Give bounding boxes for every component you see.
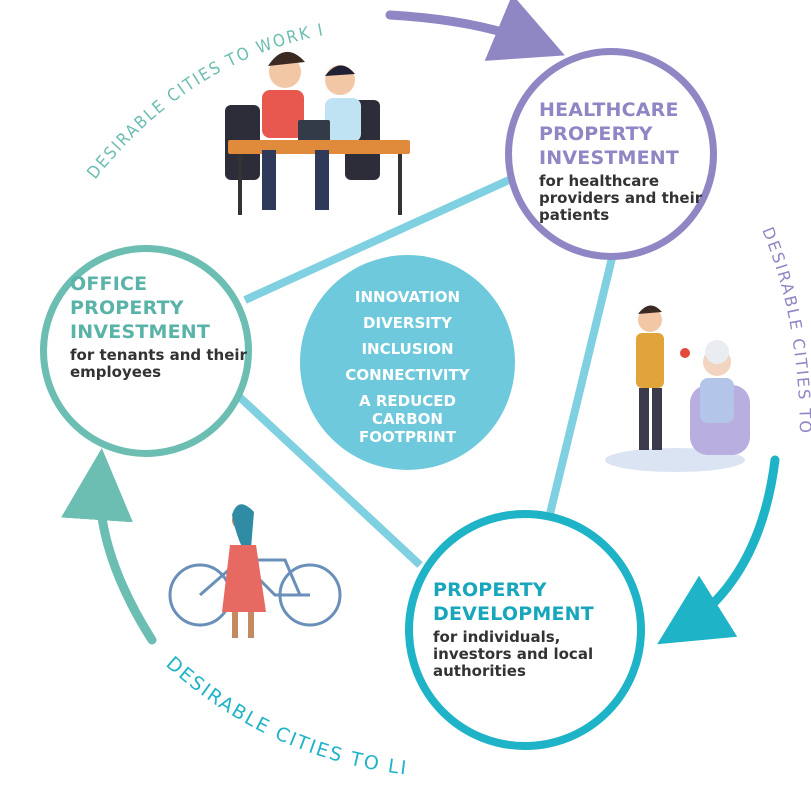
healthcare-property-investment-node: HEALTHCARE PROPERTY INVESTMENT for healt… [505, 48, 717, 260]
cycle-arrow-work [385, 0, 565, 61]
office-title: OFFICE PROPERTY INVESTMENT [70, 273, 211, 343]
office-subtitle: for tenants and their employees [70, 346, 247, 381]
connector-office-healthcare [243, 171, 522, 304]
development-title: PROPERTY DEVELOPMENT [433, 579, 594, 625]
caregiver-with-elderly-illustration [605, 305, 750, 472]
value-innovation: INNOVATION [354, 288, 461, 306]
value-diversity: DIVERSITY [363, 314, 452, 332]
office-property-investment-node: OFFICE PROPERTY INVESTMENT for tenants a… [40, 245, 252, 457]
values-hub: INNOVATION DIVERSITY INCLUSION CONNECTIV… [300, 255, 515, 470]
connector-lines [229, 171, 616, 568]
healthcare-subtitle: for healthcare providers and their patie… [539, 172, 703, 224]
cycle-arrow-stay [657, 455, 780, 645]
connector-healthcare-development [544, 257, 616, 523]
woman-with-bicycle-illustration [168, 504, 342, 638]
development-subtitle: for individuals, investors and local aut… [433, 628, 594, 680]
people-at-desk-illustration [225, 51, 410, 215]
value-reduced-carbon-footprint: A REDUCED CARBON FOOTPRINT [359, 392, 456, 446]
connector-office-development [229, 387, 423, 568]
value-inclusion: INCLUSION [361, 340, 454, 358]
cycle-arrow-live [61, 448, 157, 645]
value-connectivity: CONNECTIVITY [345, 366, 470, 384]
healthcare-title: HEALTHCARE PROPERTY INVESTMENT [539, 99, 680, 169]
property-development-node: PROPERTY DEVELOPMENT for individuals, in… [405, 510, 645, 750]
